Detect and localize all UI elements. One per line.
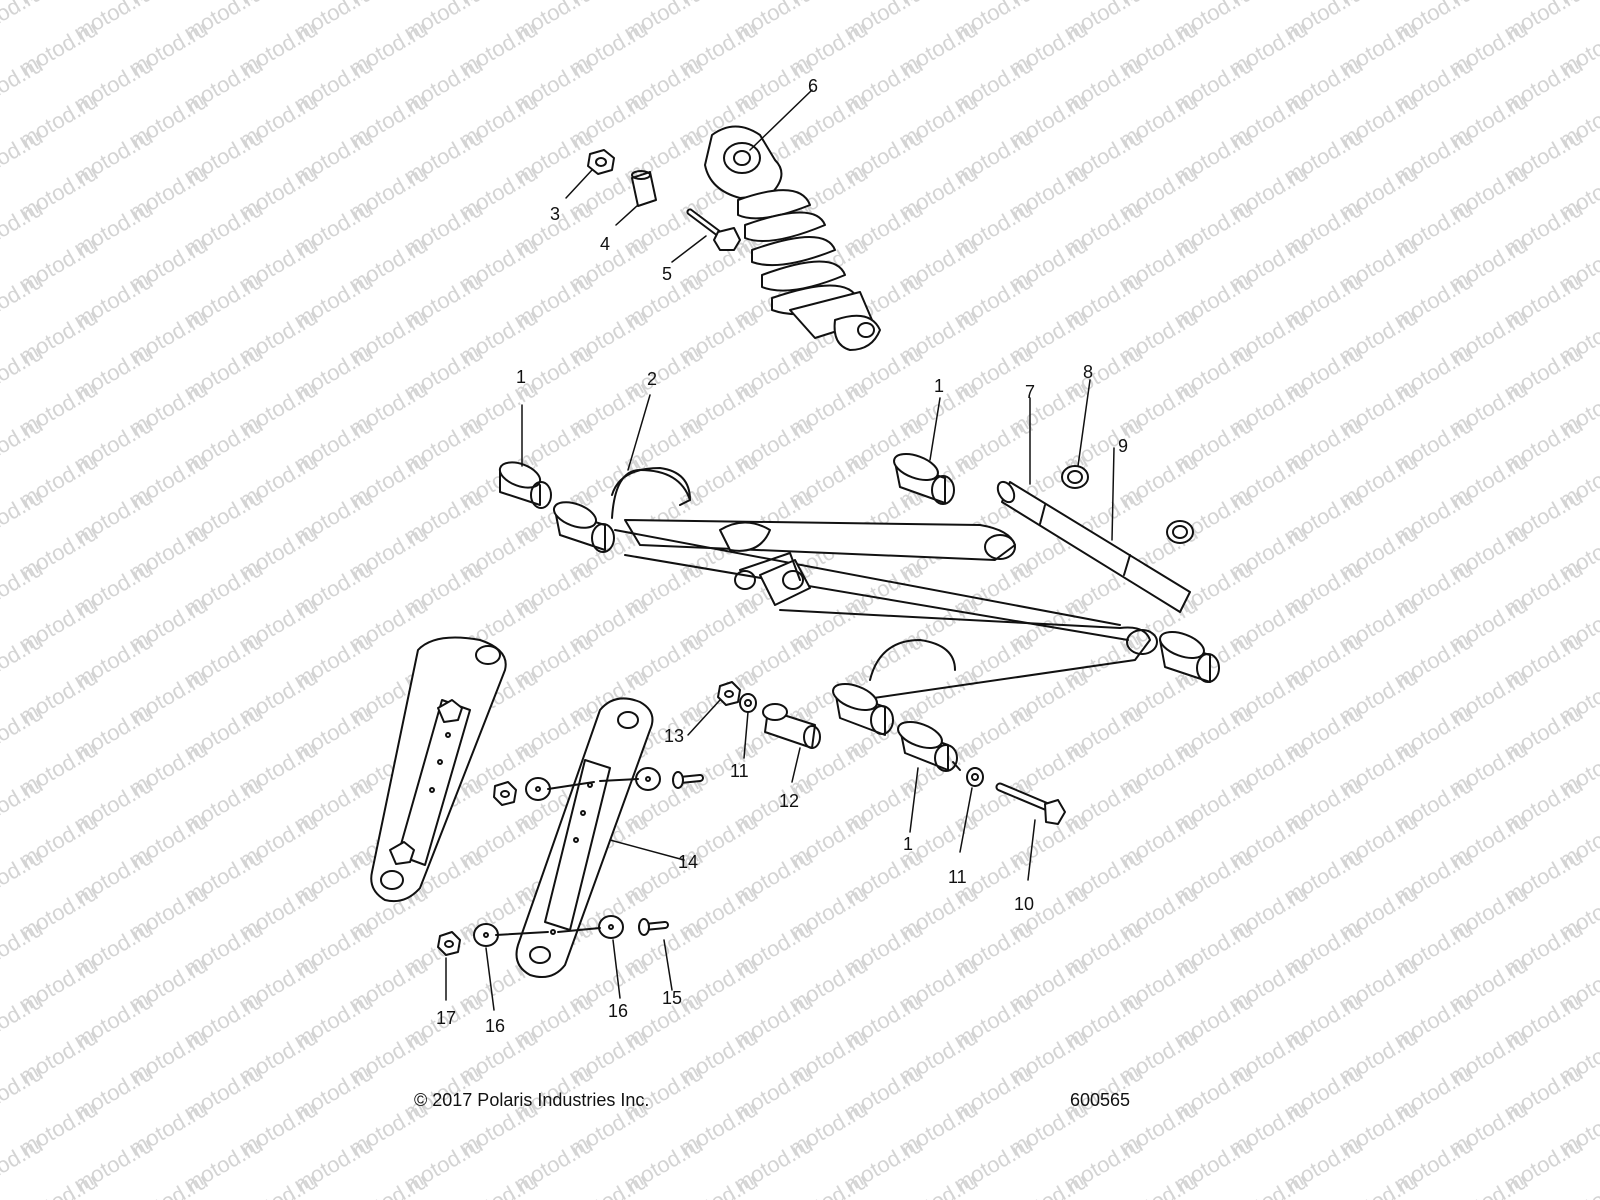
- washer-part-11-right: [966, 767, 984, 787]
- torque-link-left: [370, 636, 507, 903]
- callout-labels: 1 2 1 7 8 9 6 3 4 5 13 11 12 1 11 10 14 …: [436, 76, 1128, 1036]
- bolt-part-10: [995, 782, 1066, 825]
- callout-1: 1: [516, 367, 526, 387]
- leader-dash: [599, 778, 639, 782]
- callout-5: 5: [662, 264, 672, 284]
- leader-dash: [547, 781, 595, 790]
- leader-dash: [495, 931, 549, 936]
- torque-link-part-14: [515, 697, 654, 978]
- washer-part-11-left: [739, 693, 757, 713]
- a-arm-assembly: [611, 467, 1158, 701]
- leader-dash: [952, 761, 961, 771]
- washer-part-16-left: [473, 923, 499, 947]
- callout-8: 8: [1083, 362, 1093, 382]
- bushing-part-1-right-top: [893, 453, 955, 505]
- bushing-part-1-center-a: [832, 683, 894, 736]
- callout-16: 16: [608, 1001, 628, 1021]
- bushing-part-1-center-b: [897, 721, 958, 772]
- spacer-part-12: [762, 703, 821, 749]
- bolt-part-15: [638, 918, 669, 936]
- callout-15: 15: [662, 988, 682, 1008]
- bolt-link-upper: [672, 771, 704, 789]
- washer-link-upper-left: [525, 777, 551, 801]
- washer-part-16-right: [598, 915, 624, 939]
- callout-13: 13: [664, 726, 684, 746]
- washer-part-8-bottom: [1166, 520, 1194, 544]
- washer-part-8-top: [1061, 465, 1089, 489]
- callout-12: 12: [779, 791, 799, 811]
- bushing-part-1-left-bottom: [552, 501, 615, 553]
- nut-part-3: [587, 149, 615, 175]
- callout-9: 9: [1118, 436, 1128, 456]
- nut-part-17: [437, 931, 461, 956]
- leader-lines: [445, 89, 1115, 1011]
- callout-11: 11: [730, 761, 749, 781]
- callout-6: 6: [808, 76, 818, 96]
- callout-7: 7: [1025, 382, 1035, 402]
- callout-17: 17: [436, 1008, 456, 1028]
- bushing-part-1-left-top: [498, 461, 552, 509]
- nut-part-13: [717, 681, 741, 706]
- bushing-part-4: [631, 170, 657, 207]
- figure-id-text: 600565: [1070, 1090, 1131, 1110]
- callout-3: 3: [550, 204, 560, 224]
- washer-link-upper-right: [635, 767, 661, 791]
- leader-dash: [557, 927, 601, 933]
- nut-link-upper: [493, 781, 517, 806]
- callout-1: 1: [934, 376, 944, 396]
- pivot-shaft-part-9: [996, 480, 1191, 613]
- copyright-text: © 2017 Polaris Industries Inc.: [414, 1090, 650, 1110]
- callout-16: 16: [485, 1016, 505, 1036]
- callout-11: 11: [948, 867, 967, 887]
- bolt-part-5: [686, 208, 741, 251]
- callout-2: 2: [647, 369, 657, 389]
- callout-1: 1: [903, 834, 913, 854]
- callout-10: 10: [1014, 894, 1034, 914]
- bushing-part-1-right-bottom: [1159, 631, 1220, 683]
- callout-14: 14: [678, 852, 698, 872]
- callout-4: 4: [600, 234, 610, 254]
- shock-absorber: [704, 125, 881, 351]
